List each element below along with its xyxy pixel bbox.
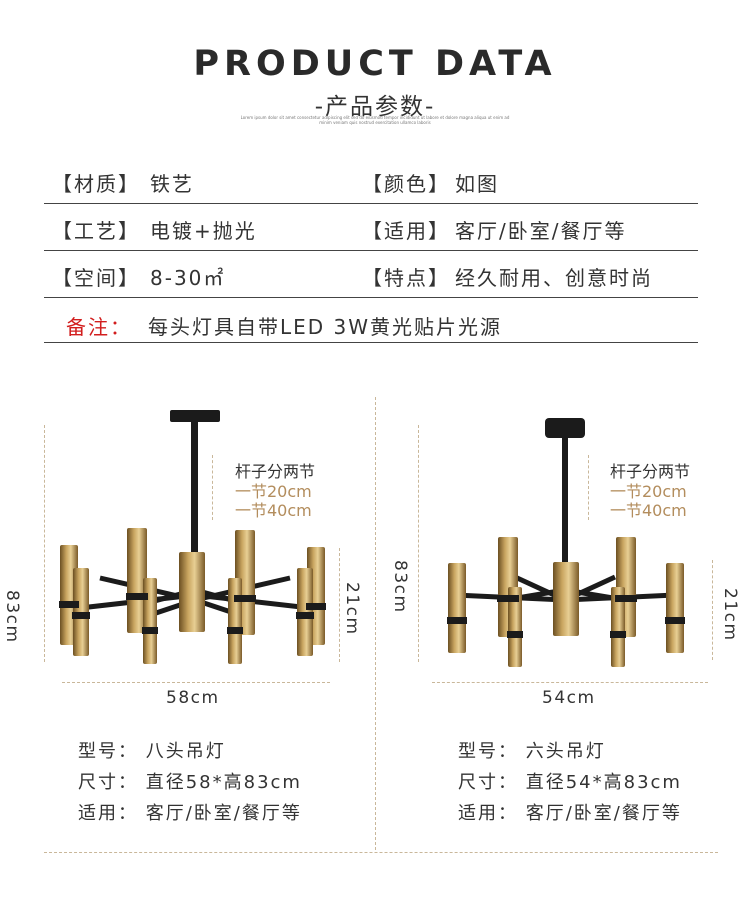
bottom-divider [44,852,718,853]
body-height-guide [339,548,340,662]
height-label: 83cm [2,590,22,644]
page-subtitle: -产品参数- [314,94,436,120]
page-title: PRODUCT DATA [193,44,557,84]
usage-label: 【适用】 [362,219,450,243]
color-value: 如图 [455,172,499,196]
room-spec: 适用： 客厅/卧室/餐厅等 [78,803,302,824]
rod-note: 杆子分两节 [610,462,691,481]
width-label: 58cm [166,688,220,708]
body-height-guide [712,560,713,660]
rod-length-a: 一节20cm [235,482,312,501]
craft-value: 电镀+抛光 [150,219,257,243]
height-guide [418,425,419,662]
column-divider [375,397,376,850]
width-guide [62,682,330,683]
color-label: 【颜色】 [362,172,450,196]
room-spec: 适用： 客厅/卧室/餐厅等 [458,803,682,824]
rod-length-b: 一节40cm [235,501,312,520]
body-height-label: 21cm [342,582,362,636]
feature-label: 【特点】 [362,266,450,290]
note-value: 每头灯具自带LED 3W黄光贴片光源 [148,315,503,339]
width-guide [432,682,708,683]
feature-value: 经久耐用、创意时尚 [455,266,653,290]
space-value: 8-30㎡ [150,266,226,290]
height-guide [44,425,45,662]
rod-guide [212,455,213,520]
body-height-label: 21cm [720,588,740,642]
craft-label: 【工艺】 [52,219,140,243]
rod-guide [588,455,589,520]
width-label: 54cm [542,688,596,708]
model-spec: 型号： 六头吊灯 [458,741,606,762]
size-spec: 尺寸： 直径58*高83cm [78,772,302,793]
table-divider [44,250,698,251]
height-label: 83cm [390,560,410,614]
rod-length-b: 一节40cm [610,501,687,520]
material-value: 铁艺 [150,172,194,196]
space-label: 【空间】 [52,266,140,290]
six-head-chandelier-image [447,418,685,667]
table-divider [44,203,698,204]
eight-head-chandelier-image [59,410,326,664]
table-divider [44,342,698,343]
note-label: 备注： [66,315,132,339]
fine-print: Lorem ipsum dolor sit amet consectetur a… [240,115,510,125]
table-divider [44,297,698,298]
usage-value: 客厅/卧室/餐厅等 [455,219,627,243]
rod-note: 杆子分两节 [235,462,316,481]
material-label: 【材质】 [52,172,140,196]
rod-length-a: 一节20cm [610,482,687,501]
model-spec: 型号： 八头吊灯 [78,741,226,762]
size-spec: 尺寸： 直径54*高83cm [458,772,682,793]
